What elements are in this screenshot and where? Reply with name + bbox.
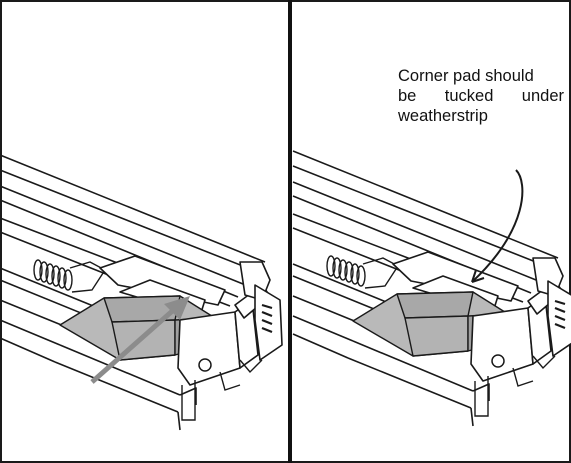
callout-line-1: Corner pad should [398, 67, 534, 85]
callout-text: Corner pad should be tucked under weathe… [398, 66, 564, 126]
callout-line-3: weatherstrip [398, 107, 488, 125]
callout-line-2: be tucked under [398, 87, 564, 105]
callout-pointer-icon [471, 169, 524, 283]
insert-arrow-icon [90, 296, 190, 384]
